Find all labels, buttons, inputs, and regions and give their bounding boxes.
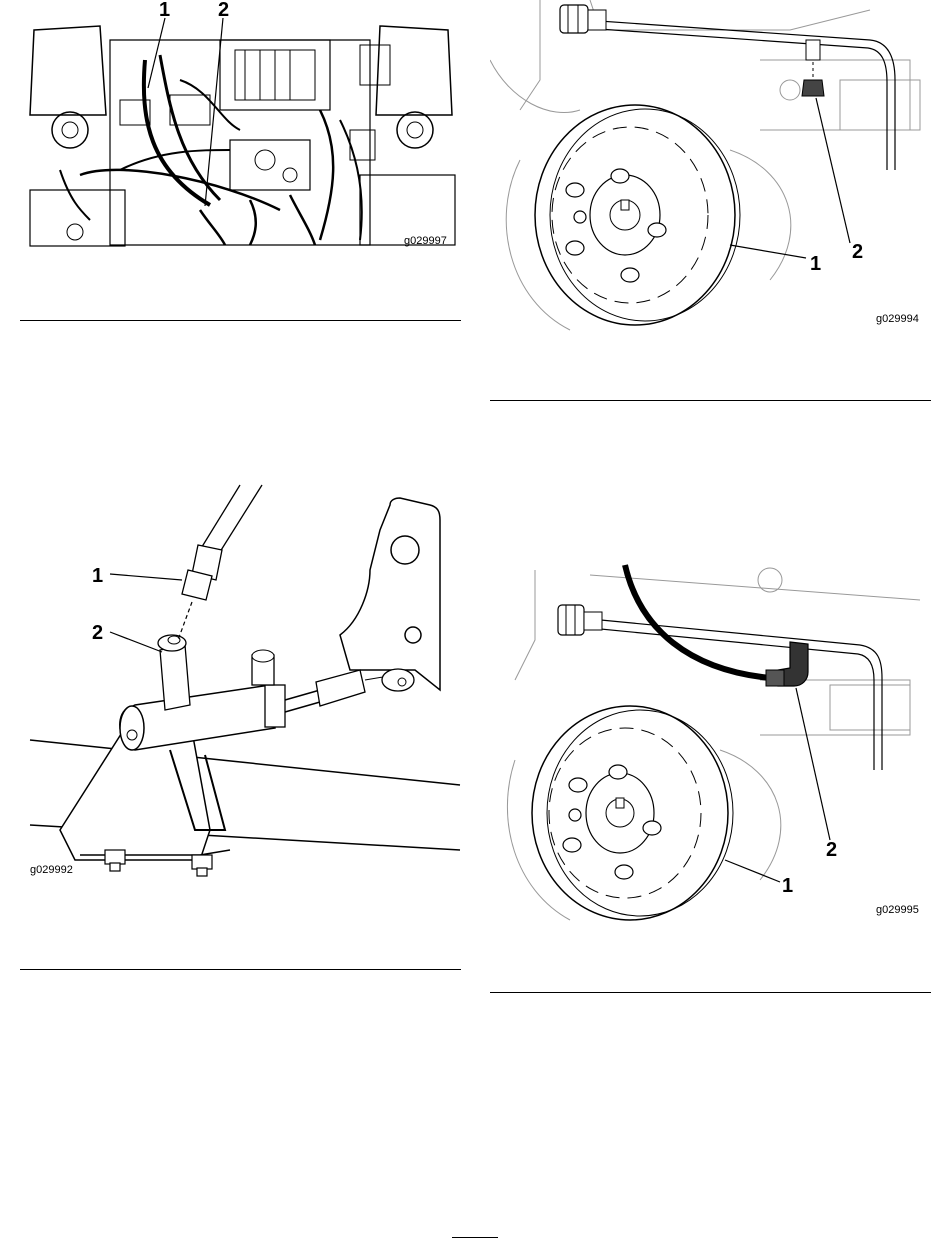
divider	[20, 320, 461, 321]
callout-1: 1	[92, 565, 103, 587]
divider	[490, 992, 931, 993]
rotor-illustration: 1 2 g029994	[490, 0, 935, 340]
figure-engine-hydraulics: 1 2 g029997	[20, 0, 465, 300]
callout-1: 1	[810, 253, 821, 275]
callout-2: 2	[826, 839, 837, 861]
figure-code: g029997	[404, 235, 447, 247]
callout-2: 2	[852, 241, 863, 263]
engine-illustration: 1 2 g029997	[20, 0, 465, 300]
cylinder-illustration: 1 2 g029992	[20, 470, 465, 900]
callout-1: 1	[159, 0, 170, 21]
figure-code: g029995	[876, 904, 919, 916]
figure-code: g029994	[876, 313, 919, 325]
callout-2: 2	[218, 0, 229, 21]
rotor-hose-illustration: 1 2 g029995	[490, 560, 935, 930]
divider	[20, 969, 461, 970]
figure-code: g029992	[30, 864, 73, 876]
page-footer-rule	[452, 1237, 498, 1238]
figure-brake-line-cap: 1 2 g029994	[490, 0, 935, 340]
figure-brake-hose-connected: 1 2 g029995	[490, 560, 935, 930]
divider	[490, 400, 931, 401]
callout-1: 1	[782, 875, 793, 897]
callout-2: 2	[92, 622, 103, 644]
figure-cylinder-hose: 1 2 g029992	[20, 470, 465, 900]
